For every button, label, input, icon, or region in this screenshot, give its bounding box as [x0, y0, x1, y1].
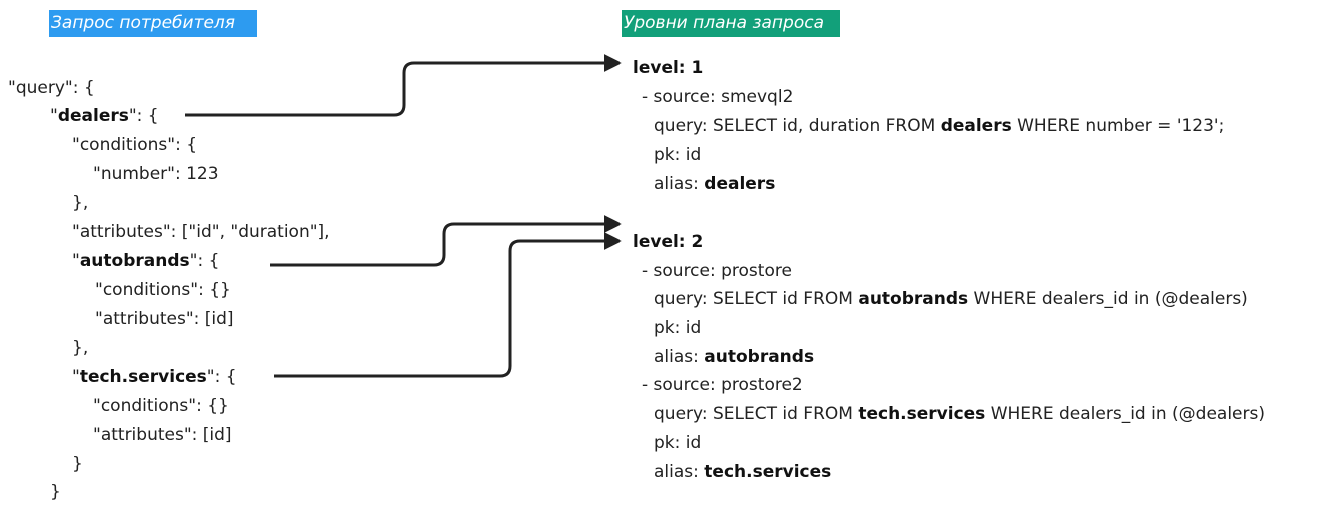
query-plan-text: alias: — [654, 462, 705, 482]
query-plan-line: alias: dealers — [654, 174, 775, 194]
consumer-query-keyword: autobrands — [79, 251, 190, 271]
consumer-query-text: }, — [72, 193, 89, 213]
query-plan-line: pk: id — [654, 145, 701, 165]
consumer-query-line: }, — [72, 338, 88, 358]
consumer-query-text: "number": 123 — [93, 164, 219, 184]
query-plan-text: pk: id — [654, 433, 702, 453]
consumer-query-text: "attributes": [id] — [95, 309, 234, 329]
query-plan-keyword: autobrands — [858, 289, 969, 309]
consumer-query-text: "conditions": {} — [95, 280, 231, 300]
consumer-query-text: ": { — [189, 251, 220, 271]
consumer-query-label: Запрос потребителя — [49, 10, 257, 37]
consumer-query-text: " — [72, 251, 80, 271]
query-plan-keyword: level: 1 — [633, 58, 704, 78]
query-plan-line: alias: autobrands — [654, 347, 814, 367]
query-plan-line: query: SELECT id, duration FROM dealers … — [654, 116, 1224, 136]
arrow-tech-services-to-level-2 — [274, 232, 622, 378]
query-plan-line: - source: prostore — [642, 261, 792, 281]
query-plan-text: alias: — [654, 347, 705, 367]
consumer-query-line: "attributes": [id] — [95, 309, 234, 329]
consumer-query-line: "conditions": {} — [93, 396, 229, 416]
query-plan-text: - source: prostore2 — [642, 375, 803, 395]
consumer-query-text: } — [72, 454, 83, 474]
arrow-dealers-to-level-1 — [185, 54, 622, 117]
consumer-query-line: }, — [72, 193, 88, 213]
consumer-query-text: "conditions": { — [72, 135, 198, 155]
query-plan-line: query: SELECT id FROM tech.services WHER… — [654, 404, 1265, 424]
query-plan-keyword: autobrands — [704, 347, 815, 367]
query-plan-text: query: SELECT id FROM — [654, 404, 859, 424]
consumer-query-line: "attributes": ["id", "duration"], — [72, 222, 330, 242]
consumer-query-line: "number": 123 — [93, 164, 219, 184]
query-plan-keyword: tech.services — [858, 404, 986, 424]
consumer-query-text: "conditions": {} — [93, 396, 229, 416]
consumer-query-line: "dealers": { — [50, 106, 159, 126]
query-plan-text: WHERE dealers_id in (@dealers) — [985, 404, 1265, 424]
consumer-query-text: }, — [72, 338, 89, 358]
query-plan-text: - source: prostore — [642, 261, 792, 281]
consumer-query-text: "query": { — [8, 78, 95, 98]
query-plan-line: level: 1 — [633, 58, 703, 78]
query-plan-line: - source: smevql2 — [642, 87, 793, 107]
query-plan-text: WHERE number = '123'; — [1011, 116, 1225, 136]
consumer-query-text: " — [50, 106, 58, 126]
query-plan-line: pk: id — [654, 318, 701, 338]
consumer-query-text: ": { — [206, 367, 237, 387]
consumer-query-line: "tech.services": { — [72, 367, 237, 387]
query-plan-keyword: dealers — [940, 116, 1012, 136]
query-plan-text: pk: id — [654, 145, 702, 165]
consumer-query-text: "attributes": [id] — [93, 425, 232, 445]
query-plan-line: - source: prostore2 — [642, 375, 803, 395]
query-plan-line: alias: tech.services — [654, 462, 831, 482]
query-plan-keyword: dealers — [704, 174, 776, 194]
consumer-query-line: "autobrands": { — [72, 251, 219, 271]
query-plan-line: level: 2 — [633, 232, 703, 252]
consumer-query-line: } — [50, 482, 61, 502]
consumer-query-text: ": { — [128, 106, 159, 126]
query-plan-line: query: SELECT id FROM autobrands WHERE d… — [654, 289, 1248, 309]
query-plan-text: query: SELECT id, duration FROM — [654, 116, 941, 136]
consumer-query-keyword: tech.services — [79, 367, 207, 387]
query-plan-text: query: SELECT id FROM — [654, 289, 859, 309]
consumer-query-line: } — [72, 454, 83, 474]
query-plan-text: alias: — [654, 174, 705, 194]
consumer-query-text: "attributes": ["id", "duration"], — [72, 222, 330, 242]
query-plan-label: Уровни плана запроса — [622, 10, 840, 37]
consumer-query-line: "conditions": { — [72, 135, 197, 155]
consumer-query-text: " — [72, 367, 80, 387]
consumer-query-line: "attributes": [id] — [93, 425, 232, 445]
consumer-query-text: } — [50, 482, 61, 502]
consumer-query-line: "query": { — [8, 78, 95, 98]
query-plan-keyword: level: 2 — [633, 232, 704, 252]
query-plan-text: pk: id — [654, 318, 702, 338]
query-plan-text: - source: smevql2 — [642, 87, 794, 107]
consumer-query-keyword: dealers — [57, 106, 129, 126]
query-plan-line: pk: id — [654, 433, 701, 453]
consumer-query-line: "conditions": {} — [95, 280, 231, 300]
query-plan-text: WHERE dealers_id in (@dealers) — [968, 289, 1248, 309]
query-plan-keyword: tech.services — [704, 462, 832, 482]
